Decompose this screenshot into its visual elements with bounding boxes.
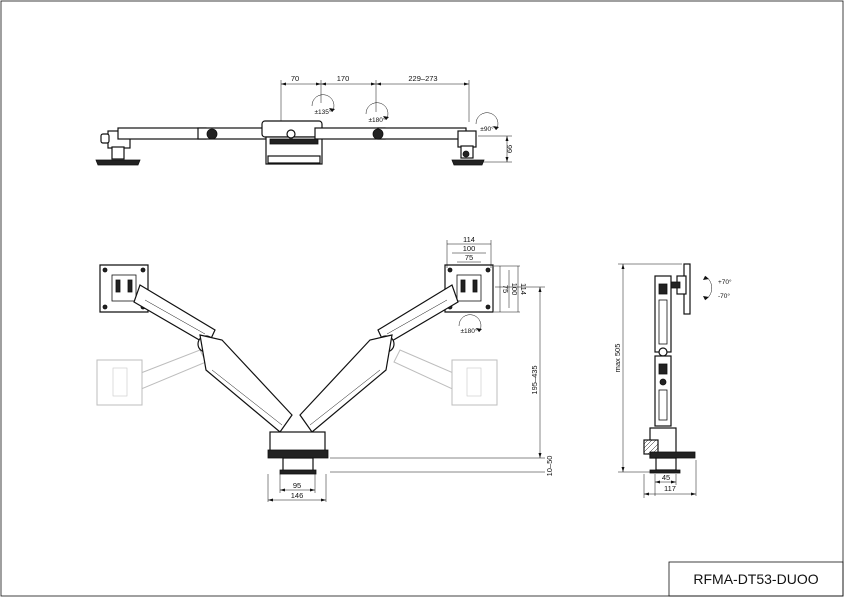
side-monitor-head xyxy=(669,263,691,315)
vesa-dim-v-114: 114 xyxy=(519,283,528,295)
tilt-plus: +70° xyxy=(718,278,732,286)
model-code: RFMA-DT53-DUOO xyxy=(693,571,818,587)
vesa-dim-v-75: 75 xyxy=(501,285,510,293)
joint-left xyxy=(206,128,218,140)
max-height: max 505 xyxy=(613,344,622,373)
base-dim-146: 146 xyxy=(291,491,304,500)
front-view: 114 100 75 75 100 114 ±180° 195–435 10–5… xyxy=(96,235,554,502)
top-arm-right-outer xyxy=(377,127,467,140)
top-rot-135: ±135° xyxy=(314,108,331,116)
top-rot-90: ±90° xyxy=(480,125,494,133)
top-view: 70 170 229–273 ±135° ±180° ±90° 66 xyxy=(95,74,514,166)
rotation-arc-icon: ±180° xyxy=(458,314,482,335)
foot-dim-45: 45 xyxy=(662,473,670,482)
side-arm-column xyxy=(649,275,677,459)
title-block: RFMA-DT53-DUOO xyxy=(668,561,844,597)
left-lower-arm xyxy=(199,334,293,433)
top-dim-229-273: 229–273 xyxy=(408,74,437,83)
clamp-range: 10–50 xyxy=(545,456,554,477)
tilt-minus: -70° xyxy=(718,292,730,300)
top-rot-180: ±180° xyxy=(368,116,385,124)
tilt-arc-icon: +70° -70° xyxy=(703,275,732,301)
vesa-rot-180: ±180° xyxy=(460,327,477,335)
center-base-part xyxy=(261,120,323,165)
rotation-arc-icon: ±90° xyxy=(475,112,499,133)
side-view: max 505 +70° -70° xyxy=(613,263,732,498)
depth-dim-117: 117 xyxy=(664,484,676,493)
top-arm-left-outer xyxy=(117,127,207,140)
vesa-dim-v-100: 100 xyxy=(510,283,519,296)
side-base-part xyxy=(643,439,696,474)
right-lower-arm xyxy=(299,334,393,433)
ghost-right-monitor-arm xyxy=(393,349,498,406)
rotation-arc-icon: ±135° xyxy=(311,94,335,116)
front-base-part xyxy=(267,431,329,475)
top-height-66: 66 xyxy=(505,145,514,153)
height-range: 195–435 xyxy=(530,365,539,394)
top-dim-170: 170 xyxy=(337,74,350,83)
base-dim-95: 95 xyxy=(293,481,301,490)
top-dim-70: 70 xyxy=(291,74,299,83)
ghost-left-monitor-arm xyxy=(96,349,207,406)
joint-center xyxy=(286,129,296,139)
joint-right xyxy=(372,128,384,140)
rotation-arc-icon: ±180° xyxy=(365,102,389,124)
right-head-part xyxy=(451,130,485,166)
vesa-dim-114: 114 xyxy=(463,235,475,244)
vesa-dim-100: 100 xyxy=(463,244,476,253)
vesa-dim-75: 75 xyxy=(465,253,473,262)
